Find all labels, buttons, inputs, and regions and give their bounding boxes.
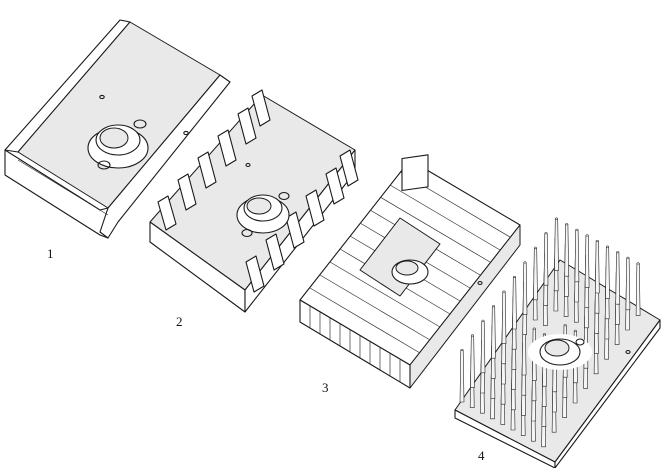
pin-fin [470, 334, 475, 388]
transistor-3 [391, 259, 429, 285]
pin-fin [584, 234, 590, 288]
transistor-2 [236, 191, 290, 238]
label-2: 2 [176, 314, 183, 329]
pin-fin [533, 246, 538, 301]
pin-fin [459, 348, 465, 403]
pin-fin [605, 245, 610, 299]
pin-fin [522, 261, 528, 315]
label-1: 1 [47, 246, 54, 261]
pin-fin [615, 251, 621, 305]
heatsink-3-extruded-fins [299, 154, 521, 389]
pin-fin [512, 275, 517, 330]
transistor-1 [87, 119, 149, 170]
pin-fin [491, 305, 496, 359]
heatsink-1-u-channel [4, 19, 231, 239]
pin-fin [635, 262, 641, 316]
label-3: 3 [322, 380, 329, 395]
pin-fin [501, 290, 507, 344]
pin-fin [574, 228, 580, 283]
pin-fin [543, 232, 549, 286]
heatsink-2-finned-channel [149, 89, 359, 313]
heatsink-4-pin-fins [454, 217, 661, 468]
pin-fin [564, 223, 570, 277]
pin-fin [625, 256, 631, 311]
label-4: 4 [478, 448, 485, 463]
pin-array [459, 217, 641, 448]
pin-fin [480, 319, 486, 374]
pin-fin [554, 217, 559, 271]
pin-fin [594, 239, 600, 294]
transistor-4 [539, 338, 585, 366]
